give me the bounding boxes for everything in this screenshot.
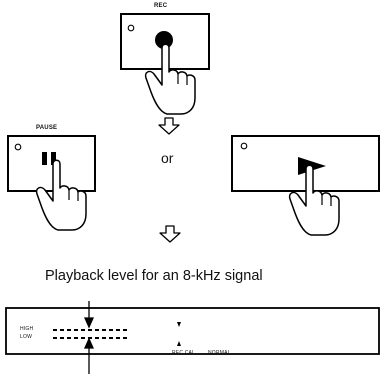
indicator-arrow-icon: [177, 341, 181, 346]
indicator-arrow-icon: [177, 322, 181, 327]
meter-low-label: LOW: [20, 334, 32, 340]
pause-key[interactable]: [7, 135, 96, 192]
indicator-led-icon: [127, 24, 135, 32]
meter-rec-cal-label: REC CAL: [172, 350, 196, 356]
indicator-led-icon: [14, 143, 22, 151]
indicator-led-icon: [240, 142, 248, 150]
caption: Playback level for an 8-kHz signal: [45, 268, 263, 284]
meter-normal-label: NORMAL: [208, 350, 231, 356]
down-arrow-icon: [158, 117, 180, 135]
meter-high-label: HIGH: [20, 326, 34, 332]
pause-icon: [42, 152, 56, 165]
indicator-arrow-icon: [83, 301, 95, 374]
rec-key-label: REC: [154, 3, 168, 9]
or-label: or: [161, 150, 174, 166]
down-arrow-icon: [159, 225, 181, 243]
pause-key-label: PAUSE: [36, 125, 58, 131]
level-meter-panel: [5, 307, 380, 355]
